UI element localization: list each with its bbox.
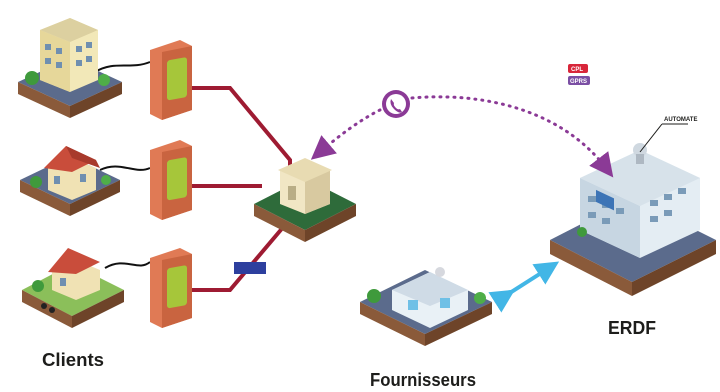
smart-meter-1: [150, 40, 192, 120]
power-lines: [192, 86, 292, 292]
erdf-building: [550, 143, 716, 296]
smart-meter-3: [150, 248, 192, 328]
power-line-apartment: [192, 86, 292, 178]
comm-dotted-left: [310, 108, 382, 160]
cpl-label: CPL: [571, 67, 583, 73]
double-arrow-icon: [488, 261, 560, 313]
cpl-badge: [568, 64, 588, 73]
substation-concentrator: [254, 158, 356, 242]
comm-dotted-right: [410, 95, 614, 178]
automate-pointer: [639, 123, 663, 153]
service-cables: [94, 61, 151, 269]
power-line-farm: [192, 223, 287, 292]
line-tag: [234, 262, 266, 274]
clients-label: Clients: [42, 350, 104, 370]
house-client: [20, 146, 120, 216]
smart-meter-2: [150, 140, 192, 220]
fournisseurs-label: Fournisseurs: [370, 370, 476, 390]
erdf-label: ERDF: [608, 318, 656, 338]
gprs-badge: [568, 76, 590, 85]
fournisseurs-building: [360, 267, 492, 346]
farm-client: [22, 248, 124, 328]
automate-label: AUTOMATE: [664, 117, 697, 123]
apartment-block-client: [18, 18, 122, 118]
gprs-label: GPRS: [570, 79, 587, 85]
phone-icon: [382, 90, 410, 118]
